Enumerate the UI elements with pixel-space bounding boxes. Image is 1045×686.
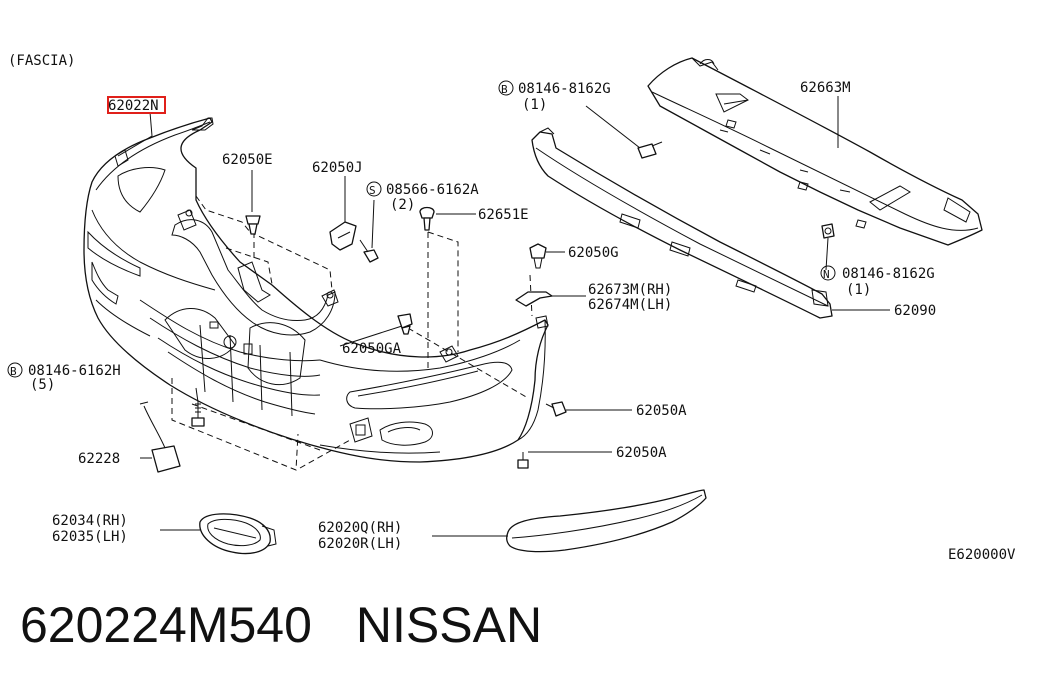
callout-08146g-top: 08146-8162G (518, 81, 611, 97)
callout-62020q: 62020Q(RH) (318, 520, 402, 536)
callout-08146g-top-prefix: B (501, 83, 508, 96)
energy-absorber-drawing (647, 57, 983, 246)
callout-62674m: 62674M(LH) (588, 297, 672, 313)
callout-labels: (FASCIA) 62022N 62050E 62050J S 08566-61… (7, 53, 1016, 563)
callout-08146h: 08146-6162H (28, 363, 121, 379)
callout-62090: 62090 (894, 303, 936, 319)
symbol-n-circle (820, 265, 836, 281)
fasteners (139, 206, 567, 473)
callout-62050j: 62050J (312, 160, 363, 176)
callout-62050ga: 62050GA (342, 341, 402, 357)
brand-name: NISSAN (355, 597, 543, 653)
callout-08146g-bot-qty: (1) (846, 282, 871, 298)
callout-08146g-bot-prefix: N (823, 268, 830, 281)
leader-lines (117, 96, 890, 537)
bumper-reinforcement-drawing (531, 127, 835, 319)
callout-08146g-bot: 08146-8162G (842, 266, 935, 282)
symbol-s-circle (366, 181, 382, 197)
highlight-box (107, 96, 166, 114)
callout-62050e: 62050E (222, 152, 273, 168)
callout-62050a-upper: 62050A (636, 403, 687, 419)
callout-08146h-qty: (5) (30, 377, 55, 393)
callout-62050a-lower: 62050A (616, 445, 667, 461)
part-number-footer: 620224M540 NISSAN (20, 596, 542, 654)
bumper-fascia-drawing (83, 117, 549, 463)
callout-08566-qty: (2) (390, 197, 415, 213)
callout-62022n: 62022N (108, 98, 159, 114)
callout-08146h-prefix: B (10, 365, 17, 378)
callout-62228: 62228 (78, 451, 120, 467)
callout-62034: 62034(RH) (52, 513, 128, 529)
callout-62050g: 62050G (568, 245, 619, 261)
callout-62651e: 62651E (478, 207, 529, 223)
symbol-b-circle-top (498, 80, 514, 96)
callout-08566: 08566-6162A (386, 182, 479, 198)
callout-62663m: 62663M (800, 80, 851, 96)
part-number: 620224M540 (20, 597, 312, 653)
drawing-code: E620000V (948, 547, 1016, 563)
callout-62020r: 62020R(LH) (318, 536, 402, 552)
callout-08566-prefix: S (369, 184, 376, 197)
symbol-b-circle-left (7, 362, 23, 378)
fog-lamp-grille-drawing (199, 513, 277, 555)
section-label: (FASCIA) (8, 53, 75, 69)
callout-62673m: 62673M(RH) (588, 282, 672, 298)
side-moulding-drawing (506, 489, 707, 553)
callout-62035: 62035(LH) (52, 529, 128, 545)
callout-08146g-top-qty: (1) (522, 97, 547, 113)
